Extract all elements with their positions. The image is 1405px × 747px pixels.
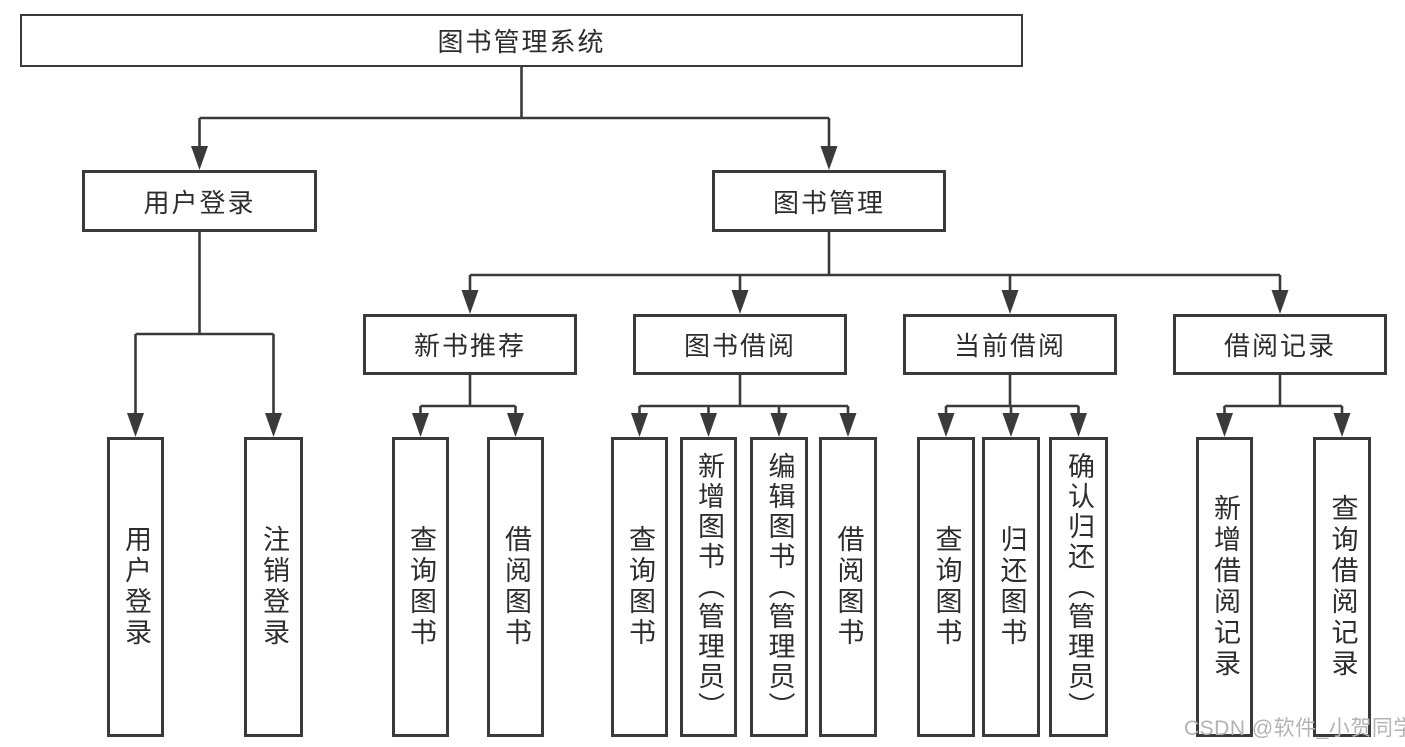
connector-arrowhead [191, 146, 208, 170]
node-leaf-logout-box: 注销登录 [244, 437, 303, 737]
node-leaf-user-login-box: 用户登录 [107, 437, 164, 737]
node-user-login-label: 用户登录 [143, 187, 256, 218]
node-leaf-bb-add-box: 新增图书（管理员） [680, 437, 737, 737]
node-leaf-br-query-label: 查询借阅记录 [1327, 494, 1358, 680]
node-leaf-bb-add-label: 新增图书（管理员） [694, 452, 724, 722]
connector-arrowhead [461, 290, 479, 314]
connector-arrowhead [1002, 413, 1020, 437]
node-user-login-box: 用户登录 [82, 170, 317, 232]
node-leaf-nb-borrow-label: 借阅图书 [501, 525, 531, 649]
node-leaf-cb-query-label: 查询图书 [931, 525, 962, 649]
watermark: CSDN @软件_小贺同学 [1184, 717, 1405, 740]
connector-arrowhead [1271, 290, 1289, 314]
node-book-management-label: 图书管理 [772, 187, 885, 218]
node-leaf-bb-edit-box: 编辑图书（管理员） [750, 437, 808, 737]
node-leaf-bb-query-label: 查询图书 [625, 525, 655, 649]
node-leaf-logout-label: 注销登录 [259, 525, 289, 649]
connector-arrowhead [1333, 413, 1351, 437]
node-leaf-bb-borrow-label: 借阅图书 [833, 525, 864, 649]
node-leaf-br-add-box: 新增借阅记录 [1196, 437, 1253, 737]
node-current-borrow-box: 当前借阅 [903, 314, 1117, 375]
node-leaf-cb-confirm-box: 确认归还（管理员） [1049, 437, 1108, 737]
connector-arrowhead [127, 413, 144, 437]
node-leaf-cb-return-box: 归还图书 [982, 437, 1040, 737]
connector-arrowhead [937, 413, 955, 437]
node-leaf-cb-query-box: 查询图书 [917, 437, 975, 737]
node-book-borrow-label: 图书借阅 [683, 331, 796, 361]
node-leaf-user-login-label: 用户登录 [121, 525, 151, 649]
node-book-borrow-box: 图书借阅 [633, 314, 847, 375]
connector-arrowhead [700, 413, 717, 437]
node-leaf-nb-query-label: 查询图书 [406, 525, 436, 649]
connector-arrowhead [507, 413, 524, 437]
node-root-label: 图书管理系统 [437, 27, 606, 57]
node-root-box: 图书管理系统 [20, 14, 1023, 67]
connector-arrowhead [1070, 413, 1087, 437]
node-leaf-br-add-label: 新增借阅记录 [1210, 494, 1240, 680]
node-leaf-bb-edit-label: 编辑图书（管理员） [764, 452, 795, 722]
connector-arrowhead [412, 413, 429, 437]
node-leaf-nb-borrow-box: 借阅图书 [487, 437, 544, 737]
node-new-book-rec-label: 新书推荐 [413, 331, 526, 361]
node-leaf-cb-confirm-label: 确认归还（管理员） [1064, 452, 1094, 722]
connector-arrowhead [631, 413, 648, 437]
connector-arrowhead [770, 413, 788, 437]
connector-arrowhead [1216, 413, 1233, 437]
connector-arrowhead [820, 146, 838, 170]
node-new-book-rec-box: 新书推荐 [363, 314, 577, 375]
node-leaf-br-query-box: 查询借阅记录 [1313, 437, 1371, 737]
node-leaf-cb-return-label: 归还图书 [996, 525, 1027, 649]
node-leaf-bb-borrow-box: 借阅图书 [819, 437, 877, 737]
connector-arrowhead [731, 290, 749, 314]
node-book-management-box: 图书管理 [712, 170, 946, 232]
connector-arrowhead [839, 413, 857, 437]
node-current-borrow-label: 当前借阅 [953, 331, 1066, 361]
connector-arrowhead [1001, 290, 1019, 314]
node-leaf-nb-query-box: 查询图书 [392, 437, 449, 737]
node-borrow-record-label: 借阅记录 [1223, 331, 1336, 361]
connector-arrowhead [265, 413, 282, 437]
node-leaf-bb-query-box: 查询图书 [611, 437, 668, 737]
node-borrow-record-box: 借阅记录 [1173, 314, 1387, 375]
